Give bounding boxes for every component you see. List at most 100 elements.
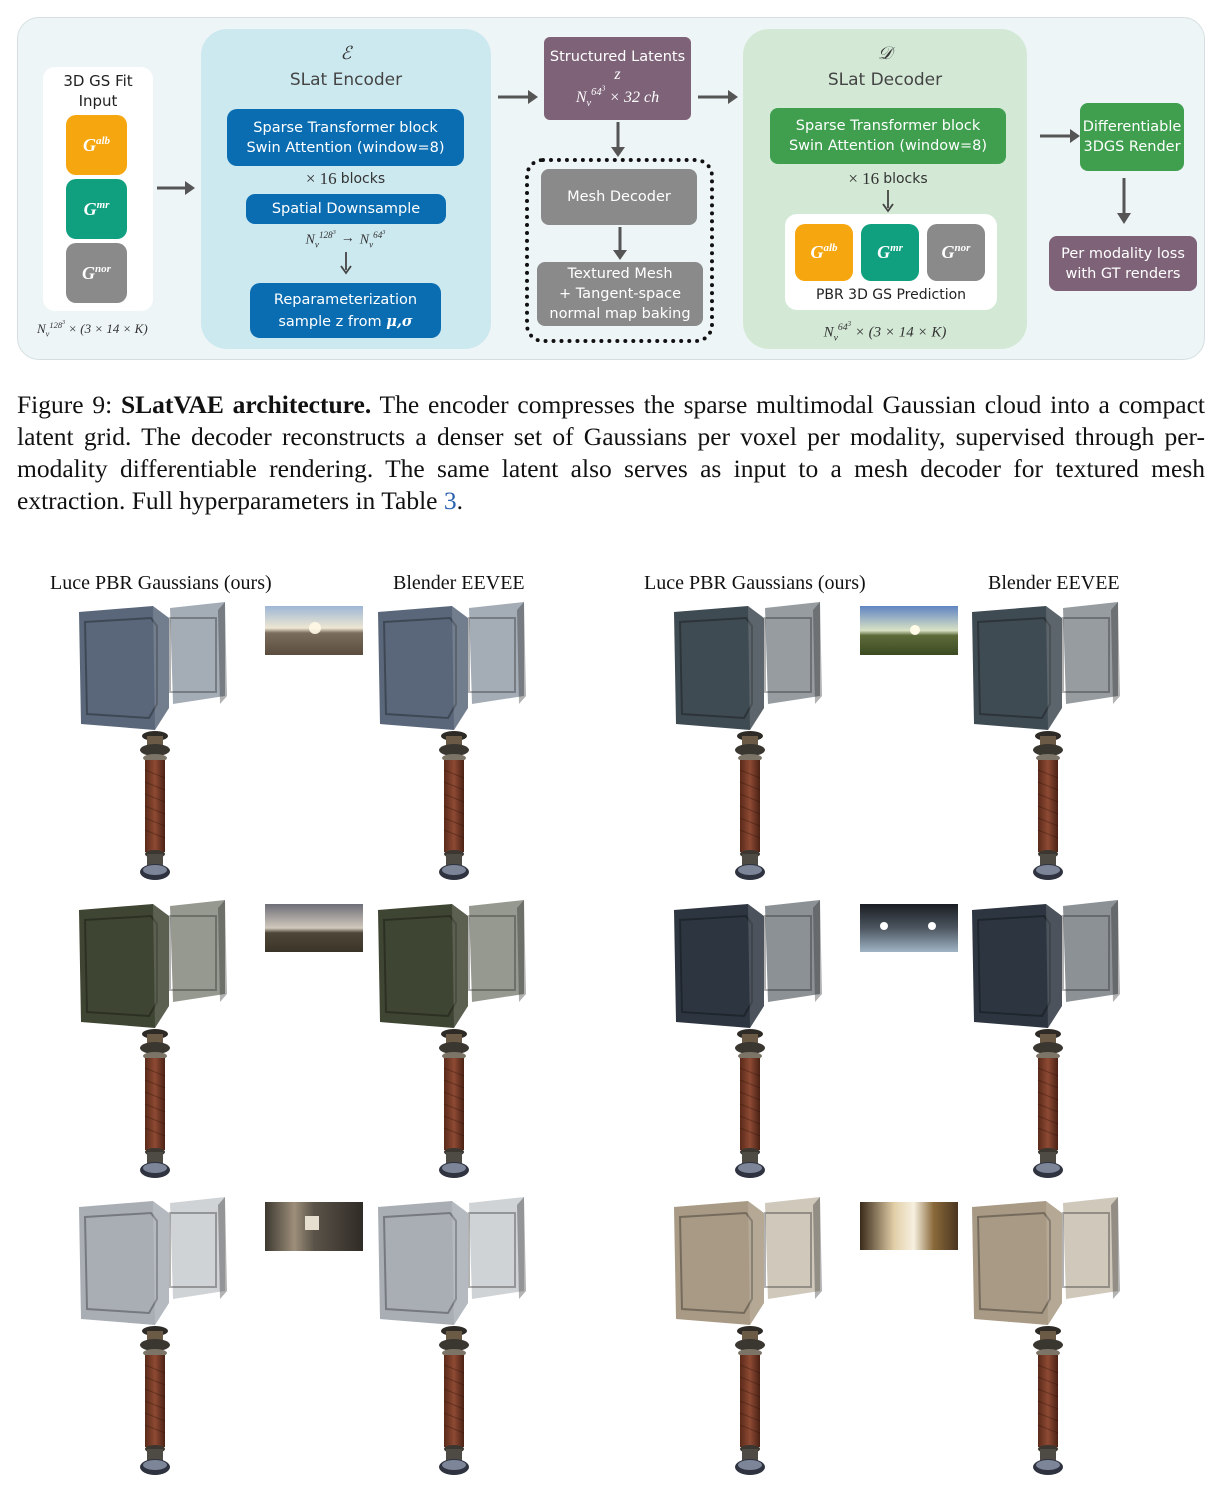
- mr-sup: mr: [96, 198, 110, 211]
- textured-mesh-line1: Textured Mesh: [567, 266, 673, 282]
- latents-symbol: z: [614, 65, 621, 83]
- header-right-ref-text: Blender EEVEE: [988, 572, 1120, 594]
- envmap-row1-left: [265, 606, 363, 655]
- decoder-symbol-text: 𝒟: [877, 42, 893, 63]
- pred-albedo-sup: alb: [823, 242, 838, 254]
- downsample-arrow: →: [340, 231, 355, 246]
- pred-normal-base: G: [941, 242, 955, 262]
- encoder-block-line2: Swin Attention (window=8): [246, 139, 445, 156]
- decoder-repeat: × 16 blocks: [770, 168, 1006, 190]
- spatial-downsample-label: Spatial Downsample: [271, 201, 421, 217]
- textured-mesh-block: Textured Mesh + Tangent-space normal map…: [537, 262, 703, 326]
- render-row3-left-ours: [78, 1196, 228, 1475]
- input-title-text: 3D GS Fit Input: [63, 72, 133, 110]
- render-line1: Differentiable: [1082, 119, 1182, 135]
- mesh-decoder-block: Mesh Decoder: [541, 169, 697, 225]
- encoder-symbol: ℰ: [201, 42, 491, 64]
- decoder-transformer-block: Sparse Transformer block Swin Attention …: [770, 108, 1006, 164]
- arrow-mesh-decoder-to-textured: [613, 227, 627, 260]
- structured-latents-block: Structured Latents z Nv643 × 32 ch: [544, 37, 691, 120]
- pred-albedo-symbol: Galb: [810, 242, 837, 263]
- decoder-shape: Nv643 × (3 × 14 × K): [743, 320, 1027, 344]
- encoder-block-line1: Sparse Transformer block: [253, 119, 438, 136]
- render-row2-left-ours: [78, 899, 228, 1178]
- decoder-title-text: SLat Decoder: [827, 70, 943, 90]
- header-right-ours-text: Luce PBR Gaussians (ours): [644, 572, 866, 594]
- header-left-ours: Luce PBR Gaussians (ours): [50, 572, 272, 595]
- pred-albedo-base: G: [810, 242, 824, 262]
- normal-base: G: [82, 262, 96, 283]
- header-left-ours-text: Luce PBR Gaussians (ours): [50, 572, 272, 594]
- arrow-input-to-encoder: [157, 181, 195, 195]
- header-right-ours: Luce PBR Gaussians (ours): [644, 572, 866, 595]
- pred-normal-symbol: Gnor: [942, 242, 971, 263]
- reparameterization-block: Reparameterization sample z from μ,σ: [250, 283, 441, 338]
- header-right-ref: Blender EEVEE: [988, 572, 1120, 595]
- decoder-block-line2: Swin Attention (window=8): [788, 138, 988, 154]
- normal-symbol: Gnor: [82, 263, 111, 284]
- prediction-label: PBR 3D GS Prediction: [785, 284, 997, 306]
- render-row3-right-ours: [673, 1196, 823, 1475]
- pred-mr-base: G: [877, 242, 891, 262]
- render-row1-left-ours: [78, 601, 228, 880]
- loss-line1: Per modality loss: [1061, 245, 1185, 262]
- modality-loss-block: Per modality loss with GT renders: [1049, 236, 1197, 291]
- encoder-transformer-block: Sparse Transformer block Swin Attention …: [227, 109, 464, 166]
- envmap-row3-left: [265, 1202, 363, 1251]
- decoder-shape-text: Nv643 × (3 × 14 × K): [823, 320, 947, 344]
- encoder-repeat-unit: blocks: [340, 171, 386, 187]
- input-shape: Nv1283 × (3 × 14 × K): [37, 320, 177, 339]
- envmap-row2-left: [265, 904, 363, 952]
- decoder-title: SLat Decoder: [743, 68, 1027, 92]
- pred-mr-sup: mr: [890, 242, 903, 254]
- encoder-repeat-number: × 16: [305, 169, 337, 188]
- caption-label: Figure 9:: [17, 390, 113, 419]
- arrow-decoder-to-render: [1040, 129, 1080, 143]
- mesh-branch-group: [525, 158, 714, 343]
- textured-mesh-line2: + Tangent-space: [558, 286, 682, 302]
- arrow-downsample-to-reparam: [340, 252, 352, 275]
- arrow-encoder-to-latents: [498, 90, 538, 104]
- differentiable-render-block: Differentiable 3DGS Render: [1080, 103, 1184, 171]
- header-left-ref-text: Blender EEVEE: [393, 572, 525, 594]
- reparam-line2: sample z from μ,σ: [278, 312, 413, 330]
- render-row1-right-eevee: [971, 601, 1121, 880]
- mr-base: G: [83, 198, 97, 219]
- reparam-line1: Reparameterization: [273, 291, 418, 308]
- latents-title: Structured Latents: [549, 48, 686, 65]
- prediction-label-text: PBR 3D GS Prediction: [815, 287, 967, 303]
- mr-symbol: Gmr: [84, 199, 110, 220]
- render-line2: 3DGS Render: [1083, 139, 1181, 155]
- prediction-normal-box: Gnor: [927, 224, 985, 281]
- caption-title: SLatVAE architecture.: [120, 390, 372, 419]
- downsample-from: Nv1283: [305, 228, 336, 250]
- arrow-latents-to-mesh: [611, 122, 625, 157]
- caption-table-ref[interactable]: 3: [443, 486, 457, 515]
- render-row3-left-eevee: [377, 1196, 527, 1475]
- encoder-repeat: × 16 blocks: [227, 168, 464, 190]
- render-row2-right-eevee: [971, 899, 1121, 1178]
- input-albedo-box: Galb: [66, 115, 127, 175]
- encoder-title-text: SLat Encoder: [289, 70, 403, 90]
- decoder-symbol: 𝒟: [743, 42, 1027, 64]
- caption-body: The encoder compresses the sparse multim…: [17, 390, 1205, 515]
- render-row3-right-eevee: [971, 1196, 1121, 1475]
- header-left-ref: Blender EEVEE: [393, 572, 525, 595]
- render-row1-left-eevee: [377, 601, 527, 880]
- encoder-title: SLat Encoder: [201, 68, 491, 92]
- caption-end: .: [456, 486, 463, 515]
- albedo-sup: alb: [95, 134, 111, 147]
- input-title: 3D GS Fit Input: [50, 70, 146, 112]
- input-mr-box: Gmr: [66, 179, 127, 239]
- input-normal-box: Gnor: [66, 243, 127, 303]
- arrow-latents-to-decoder: [698, 90, 738, 104]
- latents-shape: Nv643 × 32 ch: [575, 84, 660, 109]
- envmap-row1-right: [860, 606, 958, 655]
- mesh-decoder-title: Mesh Decoder: [567, 189, 671, 205]
- pred-normal-sup: nor: [954, 242, 971, 254]
- arrow-decoder-to-prediction: [882, 190, 894, 213]
- render-row2-left-eevee: [377, 899, 527, 1178]
- render-row2-right-ours: [673, 899, 823, 1178]
- envmap-row2-right: [860, 904, 958, 952]
- prediction-mr-box: Gmr: [861, 224, 919, 281]
